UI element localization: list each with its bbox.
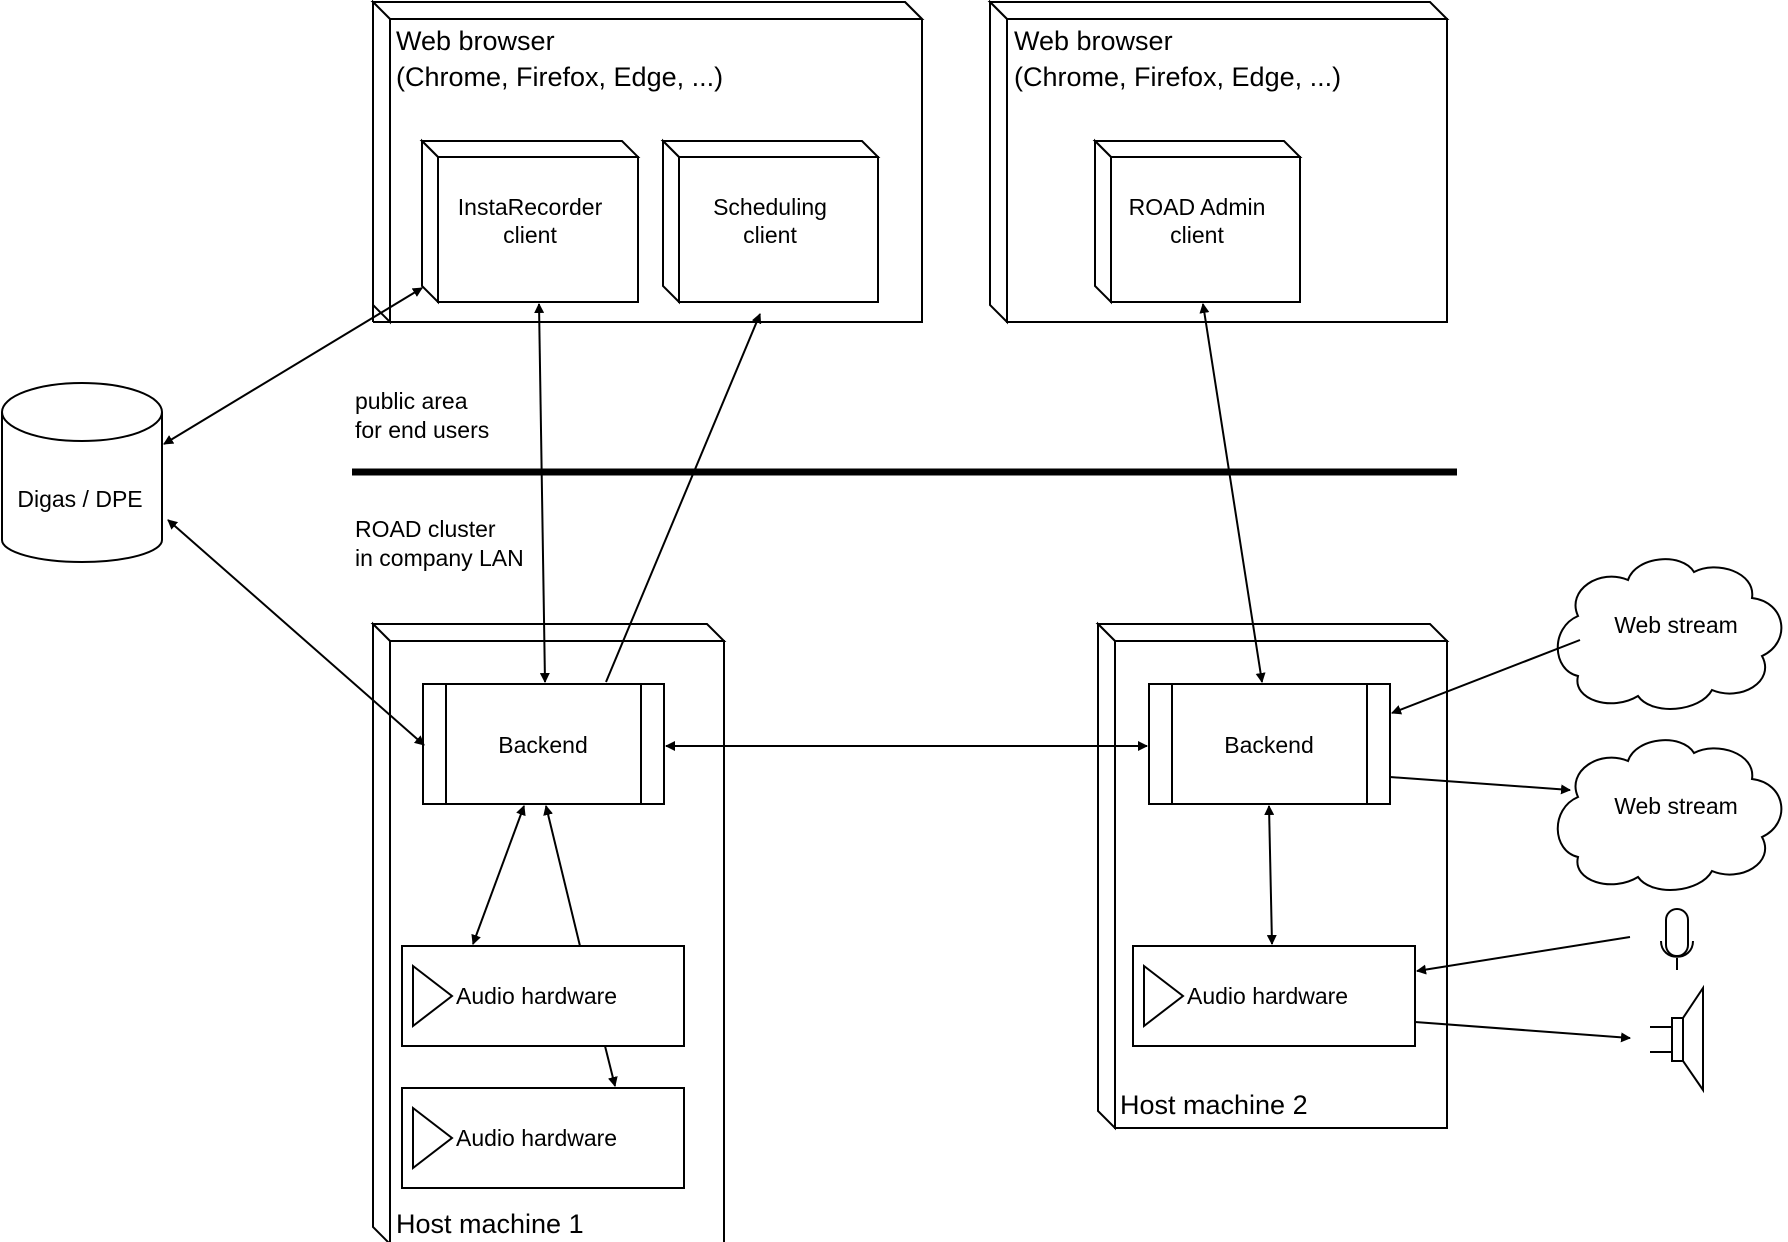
instarecorder-client-label-2: client xyxy=(503,222,557,248)
audio-hardware-2-label: Audio hardware xyxy=(1187,983,1348,1009)
connector-audio1a-backend1 xyxy=(543,805,581,947)
road-admin-client-node: ROAD Admin client xyxy=(1092,138,1303,305)
speaker-icon xyxy=(1650,984,1704,1094)
connector-scheduling-backend1 xyxy=(605,313,762,683)
connector-microphone-audio2 xyxy=(1416,936,1631,975)
backend-1-label: Backend xyxy=(498,732,588,758)
connector-instarecorder-backend1 xyxy=(534,303,550,683)
connector-audio2-speaker xyxy=(1414,1021,1631,1043)
road-cluster-label-2: in company LAN xyxy=(355,545,524,571)
road-cluster-label-1: ROAD cluster xyxy=(355,516,496,542)
audio-hardware-1b-label: Audio hardware xyxy=(456,1125,617,1151)
browser-right-title-line2: (Chrome, Firefox, Edge, ...) xyxy=(1014,62,1341,92)
connector-backend2-audio2 xyxy=(1264,805,1277,945)
backend-2-label: Backend xyxy=(1224,732,1314,758)
connectors xyxy=(163,287,1631,1087)
host-machine-2-label: Host machine 2 xyxy=(1120,1090,1308,1120)
connector-admin-backend2 xyxy=(1199,303,1266,683)
connector-db-instarecorder xyxy=(163,287,423,445)
road-admin-client-label-2: client xyxy=(1170,222,1224,248)
scheduling-client-label-2: client xyxy=(743,222,797,248)
public-area-label-2: for end users xyxy=(355,417,489,443)
browser-left-title-line2: (Chrome, Firefox, Edge, ...) xyxy=(396,62,723,92)
audio-hardware-1b: Audio hardware xyxy=(401,1087,685,1189)
amplifier-icon xyxy=(412,963,454,1029)
connector-stream1-backend2 xyxy=(1391,639,1581,715)
web-stream-cloud-1: Web stream xyxy=(1556,558,1783,710)
digas-dpe-database: Digas / DPE xyxy=(1,382,163,563)
web-stream-cloud-2: Web stream xyxy=(1556,739,1783,891)
connector-backend1-audio1a xyxy=(471,805,526,945)
connector-db-backend1 xyxy=(167,519,425,746)
instarecorder-client-label-1: InstaRecorder xyxy=(458,194,603,220)
instarecorder-client-node: InstaRecorder client xyxy=(419,138,641,305)
connector-backend2-stream2 xyxy=(1389,776,1571,795)
road-admin-client-label-1: ROAD Admin xyxy=(1129,194,1266,220)
database-label: Digas / DPE xyxy=(17,486,142,512)
audio-hardware-1a: Audio hardware xyxy=(401,945,685,1047)
amplifier-icon xyxy=(412,1105,454,1171)
web-stream-1-label: Web stream xyxy=(1614,612,1738,638)
scheduling-client-node: Scheduling client xyxy=(660,138,881,305)
scheduling-client-label-1: Scheduling xyxy=(713,194,827,220)
microphone-icon xyxy=(1660,908,1694,970)
audio-hardware-1a-label: Audio hardware xyxy=(456,983,617,1009)
audio-hardware-2: Audio hardware xyxy=(1132,945,1416,1047)
web-browser-node-right: Web browser (Chrome, Firefox, Edge, ...) xyxy=(987,0,1450,325)
web-stream-2-label: Web stream xyxy=(1614,793,1738,819)
backend-1-component: Backend xyxy=(422,683,665,805)
connector-audio1a-audio1b xyxy=(604,1045,618,1087)
backend-2-component: Backend xyxy=(1148,683,1391,805)
amplifier-icon xyxy=(1143,963,1185,1029)
browser-right-title-line1: Web browser xyxy=(1014,26,1173,56)
host-machine-1-label: Host machine 1 xyxy=(396,1209,584,1239)
public-area-label-1: public area xyxy=(355,388,468,414)
browser-left-title-line1: Web browser xyxy=(396,26,555,56)
